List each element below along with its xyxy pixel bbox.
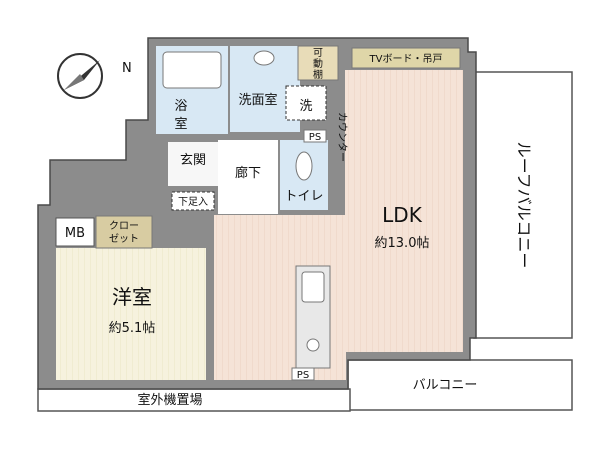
storage-label-2: 動 bbox=[313, 57, 323, 70]
tv-board bbox=[351, 47, 461, 69]
laundry-label: 洗 bbox=[299, 99, 312, 114]
stove-icon bbox=[306, 338, 320, 352]
bath-label-1: 浴 bbox=[174, 99, 187, 114]
roof-balcony bbox=[473, 71, 573, 339]
closet bbox=[95, 215, 153, 249]
hallway bbox=[218, 140, 278, 214]
movable-shelf bbox=[297, 45, 339, 81]
storage-label-3: 棚 bbox=[313, 68, 323, 81]
balcony-label: バルコニー bbox=[413, 378, 478, 393]
washroom-label: 洗面室 bbox=[238, 92, 277, 108]
shoe-box bbox=[171, 191, 215, 211]
ps-top-box bbox=[303, 129, 327, 143]
hallway-label: 廊下 bbox=[235, 165, 261, 181]
western-size: 約5.1帖 bbox=[109, 321, 156, 336]
balcony bbox=[347, 359, 573, 411]
ldk-name: LDK bbox=[382, 203, 423, 227]
ps-top-label: PS bbox=[309, 132, 321, 143]
western-name: 洋室 bbox=[112, 285, 152, 309]
kitchen-sink-icon bbox=[301, 271, 325, 303]
bathtub bbox=[162, 51, 222, 89]
roof-balcony-label: ルーフバルコニー bbox=[515, 142, 534, 269]
counter-label: カウンター bbox=[336, 112, 348, 162]
mb-label: MB bbox=[65, 226, 85, 241]
ac-area-label: 室外機置場 bbox=[137, 392, 202, 408]
toilet-icon bbox=[295, 151, 313, 181]
ldk-floor bbox=[345, 70, 463, 352]
tv-board-label: TVボード・吊戸 bbox=[369, 53, 443, 65]
bath-label-2: 室 bbox=[174, 116, 187, 132]
mb-box bbox=[55, 217, 95, 247]
ps-bottom-label: PS bbox=[297, 370, 309, 381]
sink-icon bbox=[253, 50, 275, 66]
compass-north-label: N bbox=[122, 61, 132, 76]
ldk-size: 約13.0帖 bbox=[375, 236, 430, 251]
western-floor bbox=[56, 248, 206, 380]
ps-bottom-box bbox=[291, 367, 315, 381]
closet-label-1: クロー bbox=[109, 220, 139, 232]
entrance bbox=[168, 142, 218, 186]
storage-label-1: 可 bbox=[313, 48, 323, 59]
toilet-label: トイレ bbox=[284, 189, 323, 204]
closet-label-2: ゼット bbox=[109, 233, 139, 245]
compass-icon bbox=[57, 53, 103, 99]
laundry-area bbox=[285, 85, 327, 121]
entrance-label: 玄関 bbox=[180, 153, 206, 168]
shoe-box-label: 下足入 bbox=[178, 196, 208, 208]
